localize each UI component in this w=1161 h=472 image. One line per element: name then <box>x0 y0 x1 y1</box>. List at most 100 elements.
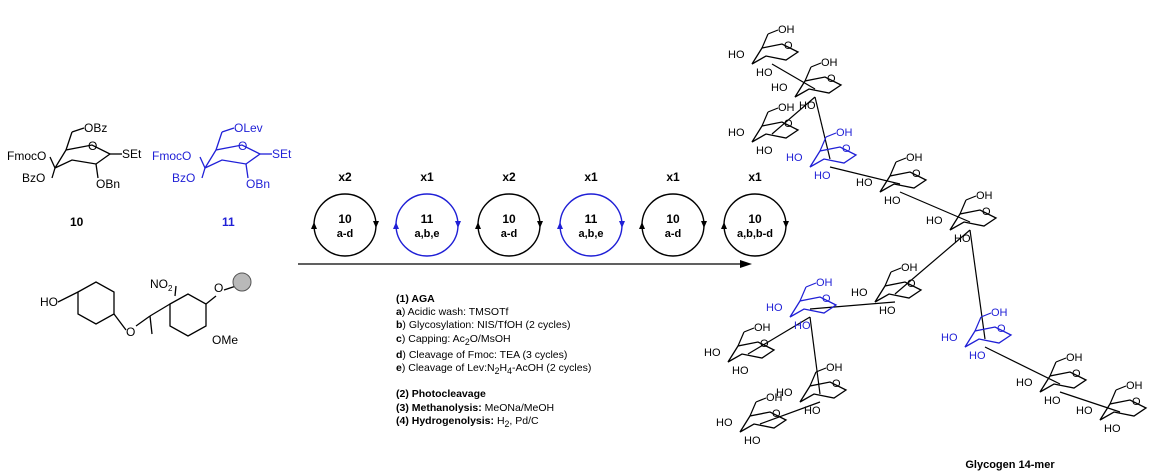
glycosidic-bond <box>984 346 1061 385</box>
ho-label: HO <box>756 67 773 79</box>
c6-bond <box>804 66 812 82</box>
cycle-arrow-up <box>639 222 645 229</box>
step-a: a) Acidic wash: TMSOTf <box>396 306 509 319</box>
c6-bond <box>761 33 769 49</box>
cycle-block: 11 <box>421 212 434 226</box>
bb10-number: 10 <box>70 215 84 229</box>
ho-label: HO <box>1016 377 1033 389</box>
oh-label: OH <box>836 127 853 139</box>
reaction-conditions: (1) AGA a) Acidic wash: TMSOTf b) Glycos… <box>396 293 726 431</box>
c6-bond <box>799 286 807 302</box>
cycle-block: 10 <box>502 212 516 226</box>
oh-label: OH <box>754 322 771 334</box>
cycle-multiplier: x1 <box>666 170 680 184</box>
ho-label: HO <box>969 350 986 362</box>
glycosidic-bond <box>747 316 811 355</box>
oh-label: OH <box>826 362 843 374</box>
c6-bond <box>1115 385 1127 391</box>
ring-o-label: O <box>982 206 991 218</box>
ring-o-label: O <box>1132 396 1141 408</box>
oh-label: OH <box>976 190 993 202</box>
cycle-block: 10 <box>666 212 680 226</box>
c6-bond <box>1049 361 1057 377</box>
c6-bond <box>890 267 902 273</box>
glycosidic-bond <box>809 301 896 310</box>
glycosidic-bond <box>759 401 821 425</box>
step-e: e) Cleavage of Lev:N2H4-AcOH (2 cycles) <box>396 362 592 377</box>
cycle-2: x1 11 a,b,e <box>393 170 461 257</box>
ho-label: HO <box>1076 405 1093 417</box>
cycle-multiplier: x1 <box>748 170 762 184</box>
methanolysis: (3) Methanolysis: MeONa/MeOH <box>396 401 555 414</box>
ho-label: HO <box>879 305 896 317</box>
cycle-5: x1 10 a-d <box>639 170 707 257</box>
ho-label: HO <box>771 82 788 94</box>
c6-bond <box>737 331 745 347</box>
oh-label: OH <box>778 102 795 114</box>
ring-o-label: O <box>997 323 1006 335</box>
ho-label: HO <box>716 417 733 429</box>
cycle-steps: a-d <box>665 228 682 240</box>
aga-cycles: x210a-dx111a,b,ex210a-dx111a,b,ex110a-dx… <box>311 170 789 257</box>
cycle-arrow-up <box>557 222 563 229</box>
step-d: d) Cleavage of Fmoc: TEA (3 cycles) <box>396 348 568 361</box>
aga-title: (1) AGA <box>396 293 435 305</box>
ho-label: HO <box>1104 423 1121 435</box>
oh-label: OH <box>1066 352 1083 364</box>
cycle-arrow-down <box>701 221 707 228</box>
c6-bond <box>805 282 817 288</box>
oh-label: OH <box>1126 380 1143 392</box>
bb10-obn: OBn <box>96 177 120 191</box>
c6-bond <box>965 195 977 201</box>
oh-label: OH <box>991 307 1008 319</box>
ring-o-label: O <box>912 168 921 180</box>
ring-o-label: O <box>784 40 793 52</box>
c6-bond <box>743 327 755 333</box>
bb11-set: SEt <box>272 147 292 161</box>
c6-bond <box>819 136 827 152</box>
reaction-arrow <box>298 260 752 268</box>
step-c: c) Capping: Ac2O/MsOH <box>396 332 511 347</box>
glycosidic-bond <box>809 316 821 395</box>
c6-bond <box>980 312 992 318</box>
glycosidic-bond <box>771 96 816 135</box>
c6-bond <box>884 271 892 287</box>
bb10-set: SEt <box>122 147 142 161</box>
c6-bond <box>755 397 767 403</box>
cycle-multiplier: x1 <box>420 170 434 184</box>
cycle-arrow-down <box>619 221 625 228</box>
building-block-11: O OLev FmocO BzO SEt OBn 11 <box>152 121 292 229</box>
c6-bond <box>1055 357 1067 363</box>
ring-o-label: O <box>827 73 836 85</box>
cycle-arrow-down <box>537 221 543 228</box>
ho-label: HO <box>799 100 816 112</box>
cycle-arrow-up <box>475 222 481 229</box>
ho-label: HO <box>794 320 811 332</box>
bb11-olev: OLev <box>234 121 263 135</box>
ho-label: HO <box>744 435 761 447</box>
cycle-steps: a,b,b-d <box>737 228 773 240</box>
c6-bond <box>895 157 907 163</box>
cycle-steps: a,b,e <box>414 228 439 240</box>
bb11-bzo: BzO <box>172 171 195 185</box>
cycle-multiplier: x2 <box>502 170 516 184</box>
linker-resin: HO O NO2 O OMe <box>40 277 238 347</box>
c6-bond <box>1109 389 1117 405</box>
ho-label: HO <box>851 287 868 299</box>
ho-label: HO <box>786 152 803 164</box>
building-block-10: O OBz FmocO BzO SEt OBn 10 <box>7 121 142 229</box>
oh-label: OH <box>816 277 833 289</box>
oh-label: OH <box>901 262 918 274</box>
ho-label: HO <box>856 177 873 189</box>
cycle-multiplier: x2 <box>338 170 352 184</box>
linker-ome: OMe <box>212 333 238 347</box>
c6-bond <box>825 132 837 138</box>
ho-label: HO <box>776 387 793 399</box>
cycle-multiplier: x1 <box>584 170 598 184</box>
